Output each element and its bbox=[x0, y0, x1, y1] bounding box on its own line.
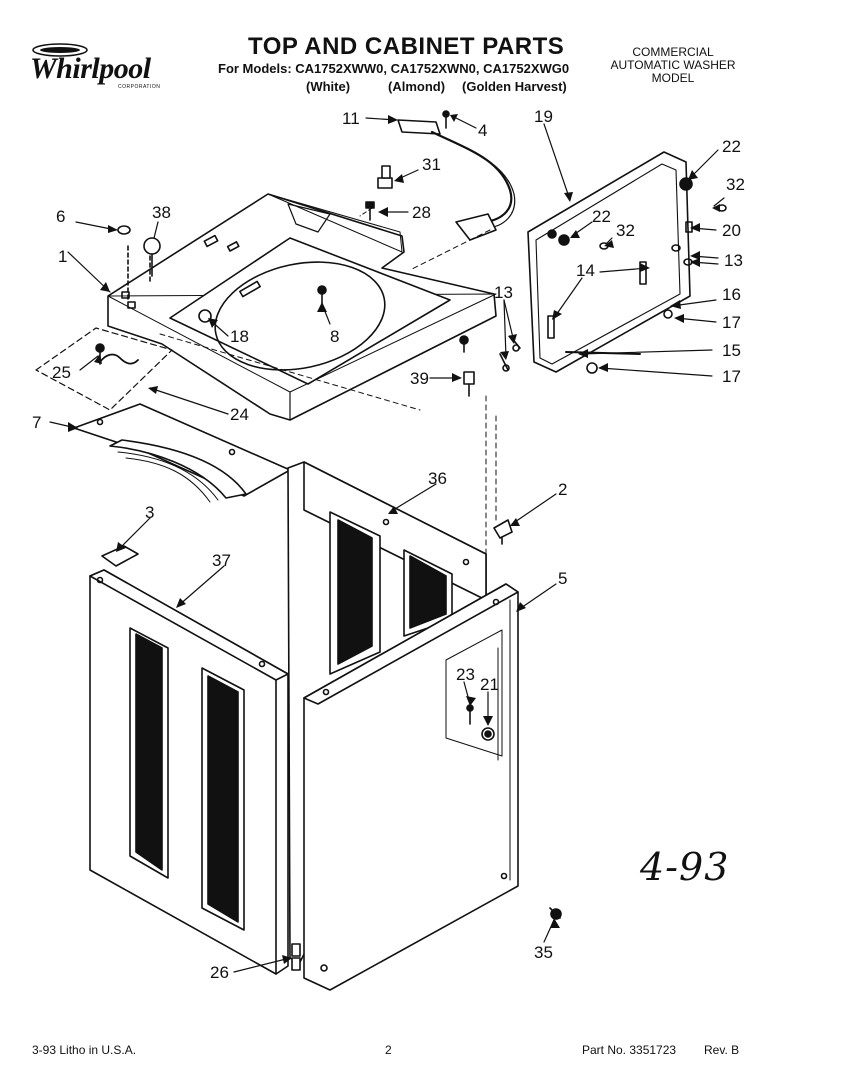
callout-22-upper: 22 bbox=[722, 137, 741, 156]
models-line: For Models: CA1752XWW0, CA1752XWN0, CA17… bbox=[218, 61, 570, 76]
footer-revision: Rev. B bbox=[704, 1043, 740, 1057]
callout-17-lower: 17 bbox=[722, 367, 741, 386]
callout-13-right: 13 bbox=[724, 251, 743, 270]
callout-14: 14 bbox=[576, 261, 595, 280]
callout-36: 36 bbox=[428, 469, 447, 488]
model-type-line-1: COMMERCIAL bbox=[632, 45, 714, 59]
model-type: COMMERCIAL AUTOMATIC WASHER MODEL bbox=[598, 46, 748, 85]
callout-24: 24 bbox=[230, 405, 249, 424]
front-cabinet-panel bbox=[89, 569, 301, 975]
top-bracket bbox=[73, 403, 291, 503]
callout-15: 15 bbox=[722, 341, 741, 360]
callout-39: 39 bbox=[410, 369, 429, 388]
callout-37: 37 bbox=[212, 551, 231, 570]
footer-litho: 3-93 Litho in U.S.A. bbox=[32, 1043, 137, 1057]
washer-lid bbox=[527, 151, 691, 374]
callout-22-lower: 22 bbox=[592, 207, 611, 226]
callout-17-upper: 17 bbox=[722, 313, 741, 332]
callout-38: 38 bbox=[152, 203, 171, 222]
color-white: (White) bbox=[306, 79, 351, 94]
right-side-panel bbox=[303, 583, 519, 991]
callout-11: 11 bbox=[342, 109, 360, 128]
callout-3: 3 bbox=[145, 503, 154, 522]
callout-13-left: 13 bbox=[494, 283, 513, 302]
callout-16: 16 bbox=[722, 285, 741, 304]
callout-2: 2 bbox=[558, 480, 567, 499]
footer-part-number: Part No. 3351723 bbox=[582, 1043, 677, 1057]
callout-19: 19 bbox=[534, 107, 553, 126]
callout-23: 23 bbox=[456, 665, 475, 684]
callout-4: 4 bbox=[478, 121, 487, 140]
callout-32-lower: 32 bbox=[616, 221, 635, 240]
callout-26: 26 bbox=[210, 963, 229, 982]
footer-page-number: 2 bbox=[385, 1043, 392, 1057]
washer-top-panel bbox=[107, 193, 497, 421]
callout-28: 28 bbox=[412, 203, 431, 222]
lid-switch-harness bbox=[397, 110, 516, 241]
callout-6: 6 bbox=[56, 207, 65, 226]
callout-5: 5 bbox=[558, 569, 567, 588]
color-almond: (Almond) bbox=[388, 79, 446, 94]
callout-32-upper: 32 bbox=[726, 175, 745, 194]
model-type-line-2: AUTOMATIC WASHER bbox=[610, 58, 736, 72]
callout-1: 1 bbox=[58, 247, 67, 266]
brand-logo: Whirlpool bbox=[30, 52, 151, 85]
callout-25: 25 bbox=[52, 363, 71, 382]
callout-18: 18 bbox=[230, 327, 249, 346]
callout-8: 8 bbox=[330, 327, 339, 346]
callout-20: 20 bbox=[722, 221, 741, 240]
page-title: TOP AND CABINET PARTS bbox=[248, 33, 565, 60]
whirlpool-logo-oval bbox=[32, 43, 88, 57]
color-golden-harvest: (Golden Harvest) bbox=[462, 79, 567, 94]
callout-35: 35 bbox=[534, 943, 553, 962]
callout-31: 31 bbox=[422, 155, 441, 174]
brand-corporation: CORPORATION bbox=[118, 84, 161, 90]
callout-21: 21 bbox=[480, 675, 499, 694]
callout-7: 7 bbox=[32, 413, 41, 432]
model-type-line-3: MODEL bbox=[651, 71, 695, 85]
handwritten-date-note: 4-93 bbox=[640, 845, 730, 889]
